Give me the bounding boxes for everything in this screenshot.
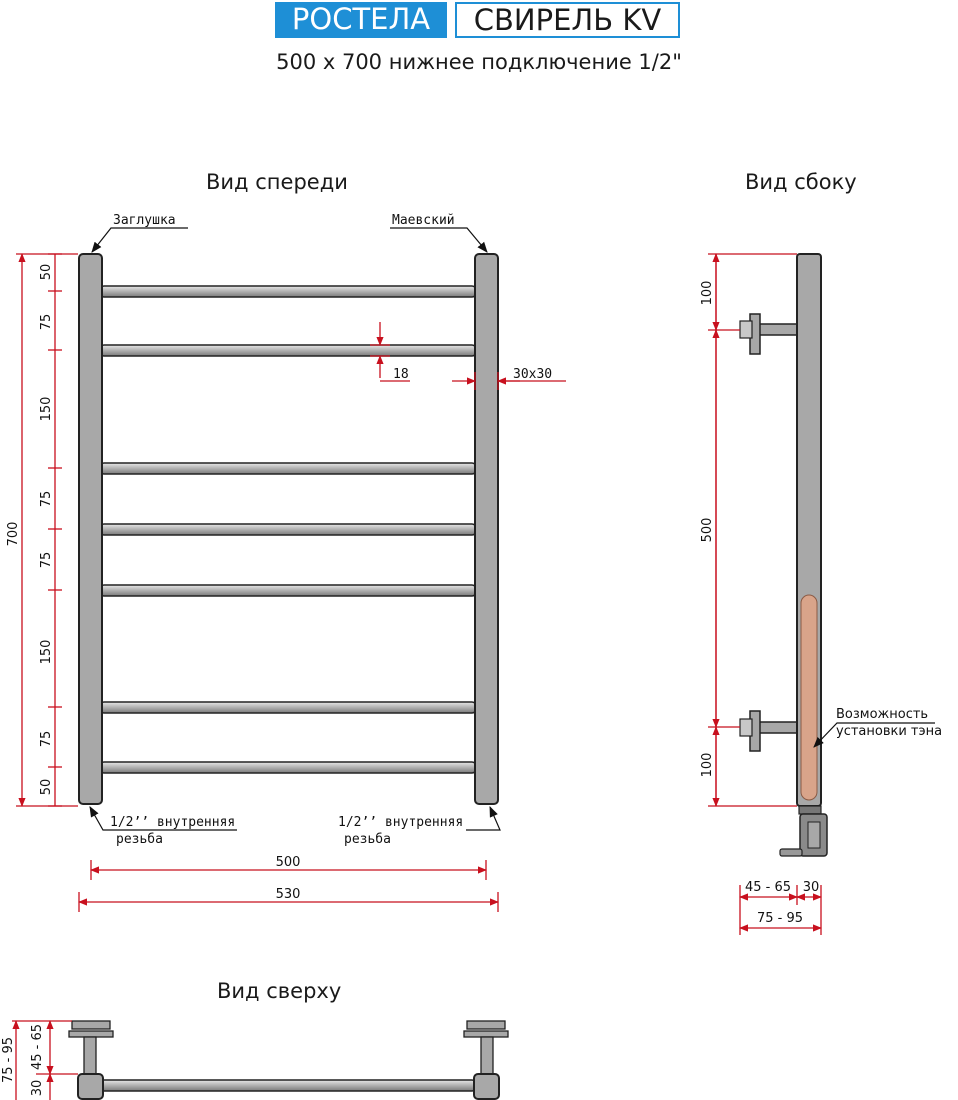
top-rail — [99, 1079, 477, 1092]
dim-label-8: 50 — [39, 779, 54, 796]
dim-label-3: 150 — [39, 397, 54, 422]
side-depth-dimensions — [739, 885, 822, 935]
left-post — [78, 253, 103, 805]
dim-label-5: 75 — [39, 552, 54, 569]
vent-callout-label: Маевский — [392, 213, 455, 228]
front-view-title: Вид спереди — [206, 170, 348, 194]
post-section-label: 30x30 — [513, 367, 552, 382]
lower-wall-plate — [739, 718, 753, 737]
side-dim-middle-label: 500 — [700, 518, 715, 543]
top-left-post — [77, 1073, 104, 1100]
plug-callout-label: Заглушка — [113, 213, 176, 228]
top-post-label: 30 — [30, 1080, 45, 1097]
heater-cable-gland — [779, 848, 803, 857]
heater-callout-leader — [813, 722, 935, 748]
dim-label-7: 75 — [39, 731, 54, 748]
side-height-dimensions — [708, 253, 797, 807]
rail-4 — [99, 523, 477, 536]
top-depth-dimensions — [12, 1020, 78, 1100]
rail-5 — [99, 584, 477, 597]
top-right-post — [473, 1073, 500, 1100]
height-dimension-labels: 50 75 150 75 75 150 75 50 700 — [6, 264, 54, 796]
side-dim-top-label: 100 — [700, 281, 715, 306]
width-outer-label: 530 — [276, 887, 301, 902]
vent-callout-leader — [390, 227, 488, 253]
dim-label-2: 75 — [39, 314, 54, 331]
side-post-label: 30 — [803, 880, 820, 895]
heater-nut — [798, 805, 822, 815]
heating-element — [800, 594, 818, 801]
right-post — [474, 253, 499, 805]
rail-2 — [99, 344, 477, 357]
height-dimension-chain — [16, 253, 78, 807]
brand-label: РОСТЕЛА — [275, 2, 447, 38]
side-view-title: Вид сбоку — [745, 170, 857, 194]
top-view-title: Вид сверху — [217, 979, 342, 1003]
thread-left-leader — [89, 806, 237, 831]
top-right-wall-plate — [466, 1020, 506, 1030]
top-offset-label: 45 - 65 — [30, 1024, 45, 1070]
dim-label-6: 150 — [39, 640, 54, 665]
width-dimensions — [78, 860, 499, 912]
heater-control-face — [807, 821, 821, 849]
top-right-arm — [480, 1036, 494, 1076]
plug-callout-leader — [91, 227, 188, 253]
rail-diameter-label: 18 — [393, 367, 409, 382]
upper-wall-plate — [739, 320, 753, 339]
height-total-label: 700 — [6, 522, 21, 547]
towel-rails — [99, 285, 477, 774]
top-right-flange — [463, 1030, 509, 1038]
upper-bracket-arm — [757, 323, 799, 336]
rail-1 — [99, 285, 477, 298]
heater-note-line-1: Возможность — [836, 707, 929, 722]
heater-note-line-2: установки тэна — [836, 724, 943, 739]
thread-right-leader — [466, 806, 501, 831]
width-inner-label: 500 — [276, 855, 301, 870]
rail-diameter-dimension — [370, 322, 410, 382]
dim-label-4: 75 — [39, 491, 54, 508]
post-section-dimension — [452, 372, 566, 390]
thread-right-label-1: 1/2’’ внутренняя — [338, 815, 464, 830]
thread-left-label-1: 1/2’’ внутренняя — [110, 815, 236, 830]
top-view-drawing: 75 - 95 45 - 65 30 — [1, 1020, 509, 1100]
thread-right-label-2: резьба — [344, 832, 391, 847]
top-depth-label: 75 - 95 — [1, 1037, 16, 1083]
top-left-flange — [68, 1030, 114, 1038]
side-depth-label: 75 - 95 — [757, 911, 803, 926]
top-left-wall-plate — [71, 1020, 111, 1030]
rail-3 — [99, 462, 477, 475]
rail-6 — [99, 701, 477, 714]
model-label: СВИРЕЛЬ KV — [455, 2, 680, 38]
side-dim-bottom-label: 100 — [700, 753, 715, 778]
side-offset-label: 45 - 65 — [745, 880, 791, 895]
rail-7 — [99, 761, 477, 774]
dim-label-1: 50 — [39, 264, 54, 281]
top-left-arm — [83, 1036, 97, 1076]
thread-left-label-2: резьба — [116, 832, 163, 847]
product-subtitle: 500 x 700 нижнее подключение 1/2" — [276, 50, 682, 74]
side-view-drawing: 100 500 100 45 - 65 30 75 - 95 — [700, 253, 935, 935]
lower-bracket-arm — [757, 721, 799, 734]
